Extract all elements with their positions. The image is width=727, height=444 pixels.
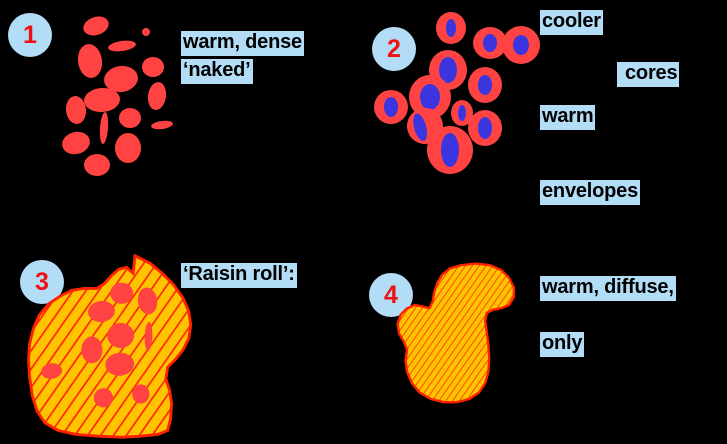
panel-1-number-badge: 1 [8, 13, 52, 57]
panel-1-label-1: warm, dense [181, 31, 304, 56]
cell [80, 13, 112, 39]
cell-with-core [468, 110, 502, 146]
raisin-inclusion [93, 388, 113, 408]
raisin-inclusion [110, 282, 134, 304]
cell-with-core [473, 27, 507, 59]
cell [119, 108, 141, 128]
cell-core [478, 75, 492, 95]
cell [150, 119, 174, 131]
cell-with-core [436, 12, 466, 44]
panel-4-diffuse-blob [396, 262, 516, 404]
cell-with-core [374, 90, 408, 124]
panel-3-raisin-roll-blob [27, 253, 193, 439]
cell [142, 28, 150, 36]
panel-4-label-2: only [540, 332, 585, 357]
cell [59, 128, 93, 158]
cell-core [458, 105, 466, 121]
cell [83, 86, 121, 114]
cell [75, 42, 105, 80]
cell-core [420, 84, 440, 110]
cell-core [478, 117, 492, 139]
raisin-inclusion [41, 363, 63, 379]
panel-1: 1 warm, dense ‘naked’ [0, 0, 364, 222]
panel-1-label-2: ‘naked’ [181, 59, 253, 84]
raisin-inclusion [132, 384, 150, 404]
panel-4-label-1: warm, diffuse, [540, 276, 676, 301]
raisin-inclusion [137, 287, 158, 315]
cell [115, 133, 141, 163]
panel-2-number-badge: 2 [372, 27, 416, 71]
cell-core [410, 112, 430, 143]
panel-3-label-raisin-roll: ‘Raisin roll’: [181, 263, 297, 288]
panel-2-label-warm: warm [540, 105, 596, 130]
cell-with-core [451, 100, 473, 126]
cell-core [384, 97, 398, 117]
cell-core [513, 35, 529, 55]
cell-core [483, 34, 497, 52]
raisin-inclusion [88, 300, 115, 323]
cell-with-core [427, 126, 473, 174]
cell [98, 111, 110, 145]
panel-2-label-envelopes: envelopes [540, 180, 641, 205]
panel-2: 2 [364, 0, 727, 222]
panel-2-label-cores: cores [617, 62, 680, 87]
cell-with-core [468, 67, 502, 103]
cell-core [441, 133, 459, 167]
cell [142, 57, 164, 77]
raisin-inclusion [144, 322, 153, 351]
cell [107, 39, 137, 53]
cell-with-core [502, 26, 540, 64]
cell [84, 154, 110, 176]
panel-4: 4 warm, diffuse, only [364, 222, 727, 444]
panel-3-number-badge: 3 [20, 260, 64, 304]
raisin-inclusion [105, 352, 135, 376]
panel-2-label-cooler: cooler [540, 10, 603, 35]
raisin-inclusion [81, 336, 103, 364]
panel-1-cell-cluster [0, 0, 200, 200]
cell-core [446, 19, 456, 37]
raisin-inclusion [107, 323, 135, 348]
panel-2-cell-cluster [364, 0, 564, 200]
cell [146, 80, 168, 112]
panel-3: 3 ‘Raisin roll’: [0, 222, 364, 444]
cell-core [439, 57, 457, 83]
